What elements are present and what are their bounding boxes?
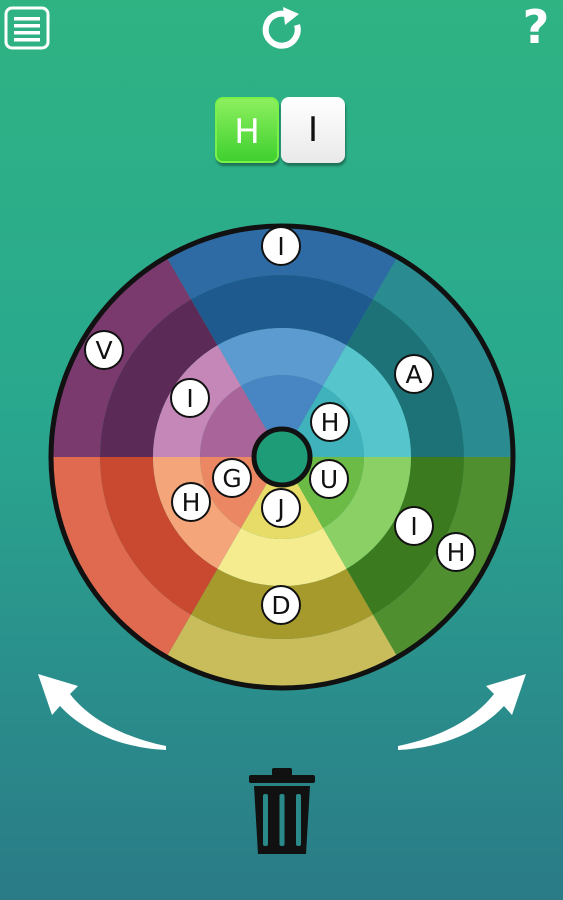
letter-middle-right-i[interactable]: I (394, 506, 434, 546)
letter-text: U (320, 465, 338, 494)
sector-purple-ring-4[interactable] (200, 385, 267, 457)
letter-text: G (222, 464, 241, 493)
letter-bubble (436, 532, 476, 572)
letter-bubble (170, 378, 210, 418)
trash-icon (249, 768, 315, 854)
rotate-left-arrow-icon (38, 674, 166, 750)
word-tile-2[interactable]: I (281, 97, 345, 163)
letter-bubble (310, 402, 350, 442)
sector-yellow-ring-1[interactable] (166, 614, 398, 688)
sector-blue-ring-4[interactable] (241, 375, 323, 432)
rotate-right-arrow-icon (398, 674, 526, 750)
rotate-left-button[interactable] (30, 662, 170, 754)
letter-outer-bottom-d[interactable]: D (261, 585, 301, 625)
letter-text: I (277, 232, 284, 261)
menu-button[interactable] (4, 6, 50, 50)
letter-bubble (394, 354, 434, 394)
sector-teal-ring-1[interactable] (373, 256, 513, 457)
letter-outer-right-h[interactable]: H (436, 532, 476, 572)
restart-button[interactable] (257, 6, 307, 52)
rotate-right-button[interactable] (394, 662, 534, 754)
letter-inner-right-u[interactable]: U (309, 459, 349, 499)
trash-button[interactable] (246, 766, 318, 858)
letter-inner-right-h[interactable]: H (310, 402, 350, 442)
top-bar: ? (0, 0, 563, 60)
letter-bubble (84, 330, 124, 370)
letter-text: I (186, 384, 193, 413)
sector-yellow-ring-3[interactable] (217, 528, 347, 586)
sector-blue-ring-3[interactable] (217, 328, 347, 386)
letter-middle-left-h[interactable]: H (171, 482, 211, 522)
word-tile-1[interactable]: H (215, 97, 279, 163)
letter-bubble (394, 506, 434, 546)
wheel-outer-rim (48, 223, 516, 691)
current-word: H I (215, 97, 355, 169)
letter-text: H (182, 488, 201, 517)
letter-text: H (321, 408, 340, 437)
letter-middle-left-i[interactable]: I (170, 378, 210, 418)
letter-text: A (405, 360, 422, 389)
sector-green-ring-3[interactable] (323, 457, 411, 569)
letter-bubble (261, 226, 301, 266)
letter-text: V (95, 336, 112, 365)
letter-bubble (261, 585, 301, 625)
sector-purple-ring-2[interactable] (100, 299, 218, 457)
letter-bubble (309, 459, 349, 499)
letter-outer-top-i[interactable]: I (261, 226, 301, 266)
letter-bubble (261, 488, 301, 528)
letter-text: D (271, 591, 290, 620)
sector-red-ring-2[interactable] (100, 457, 218, 615)
sector-red-ring-1[interactable] (51, 457, 191, 658)
restart-icon (262, 7, 301, 49)
sector-blue-ring-2[interactable] (191, 275, 373, 346)
menu-icon (4, 6, 50, 50)
wheel-center-hub[interactable] (251, 426, 313, 488)
letter-text: I (410, 512, 417, 541)
letter-outer-left-v[interactable]: V (84, 330, 124, 370)
letter-bubble (212, 458, 252, 498)
sector-teal-ring-3[interactable] (323, 345, 411, 457)
help-button[interactable]: ? (522, 0, 550, 54)
letter-inner-bottom-j[interactable]: J (261, 488, 301, 528)
letter-text: J (275, 494, 284, 523)
letter-inner-left-g[interactable]: G (212, 458, 252, 498)
letter-text: H (447, 538, 466, 567)
letter-bubble (171, 482, 211, 522)
letter-outer-right-a[interactable]: A (394, 354, 434, 394)
